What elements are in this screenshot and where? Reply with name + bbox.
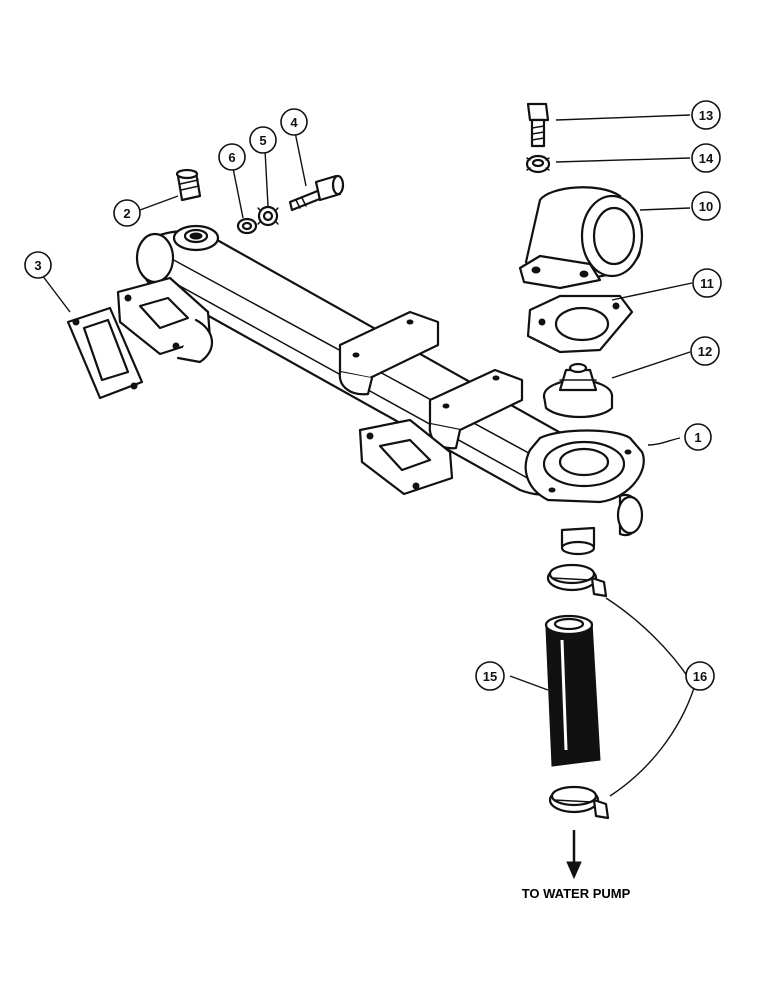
callout-1-label: 1 [694, 430, 701, 445]
callout-12-label: 12 [698, 344, 712, 359]
thermostat-housing-elbow [518, 186, 644, 290]
callout-6-label: 6 [228, 150, 235, 165]
callout-5: 5 [249, 126, 277, 154]
callout-5-label: 5 [259, 133, 266, 148]
thermostat [542, 362, 614, 418]
bolt [288, 174, 345, 212]
upper-hose-clamp [546, 563, 608, 598]
hose [544, 614, 601, 767]
callout-15: 15 [475, 661, 505, 691]
lower-hose-clamp [548, 785, 610, 820]
callout-10: 10 [691, 191, 721, 221]
callout-15-label: 15 [483, 669, 497, 684]
callout-2-label: 2 [123, 206, 130, 221]
callout-16-label: 16 [693, 669, 707, 684]
callout-1: 1 [684, 423, 712, 451]
pipe-plug [175, 168, 202, 202]
water-manifold-body [116, 224, 645, 556]
callout-4: 4 [280, 108, 308, 136]
thermostat-gasket [526, 294, 634, 354]
callout-13-label: 13 [699, 108, 713, 123]
callout-6: 6 [218, 143, 246, 171]
to-water-pump-label: TO WATER PUMP [522, 886, 631, 901]
callout-13: 13 [691, 100, 721, 130]
callout-4-label: 4 [290, 115, 298, 130]
callout-16: 16 [685, 661, 715, 691]
callout-11: 11 [692, 268, 722, 298]
callout-3-label: 3 [34, 258, 41, 273]
callout-10-label: 10 [699, 199, 713, 214]
callout-12: 12 [690, 336, 720, 366]
callout-14: 14 [691, 143, 721, 173]
callout-14-label: 14 [699, 151, 714, 166]
flat-washer [236, 217, 258, 235]
housing-bolt [526, 102, 550, 148]
lock-washer [257, 205, 279, 227]
callout-11-label: 11 [700, 276, 714, 291]
leader-lines [41, 114, 695, 797]
manifold-gasket [66, 306, 144, 400]
callout-2: 2 [113, 199, 141, 227]
callout-3: 3 [24, 251, 52, 279]
flow-arrow [566, 830, 582, 880]
housing-lock-washer [525, 154, 551, 174]
